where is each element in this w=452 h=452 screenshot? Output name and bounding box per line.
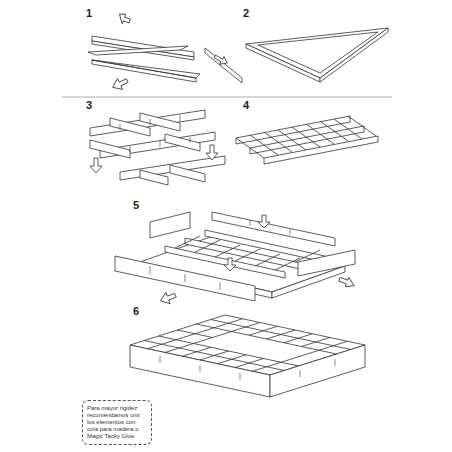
step-number: 6	[133, 306, 139, 317]
step-number: 5	[133, 200, 139, 211]
note-box: Para mayor rigidez recomendamos unir los…	[82, 400, 152, 445]
step-number: 2	[243, 8, 249, 19]
step-number: 4	[243, 100, 249, 111]
step-number: 1	[86, 8, 92, 19]
step-number: 3	[86, 100, 92, 111]
note-text: Para mayor rigidez recomendamos unir los…	[87, 405, 147, 440]
